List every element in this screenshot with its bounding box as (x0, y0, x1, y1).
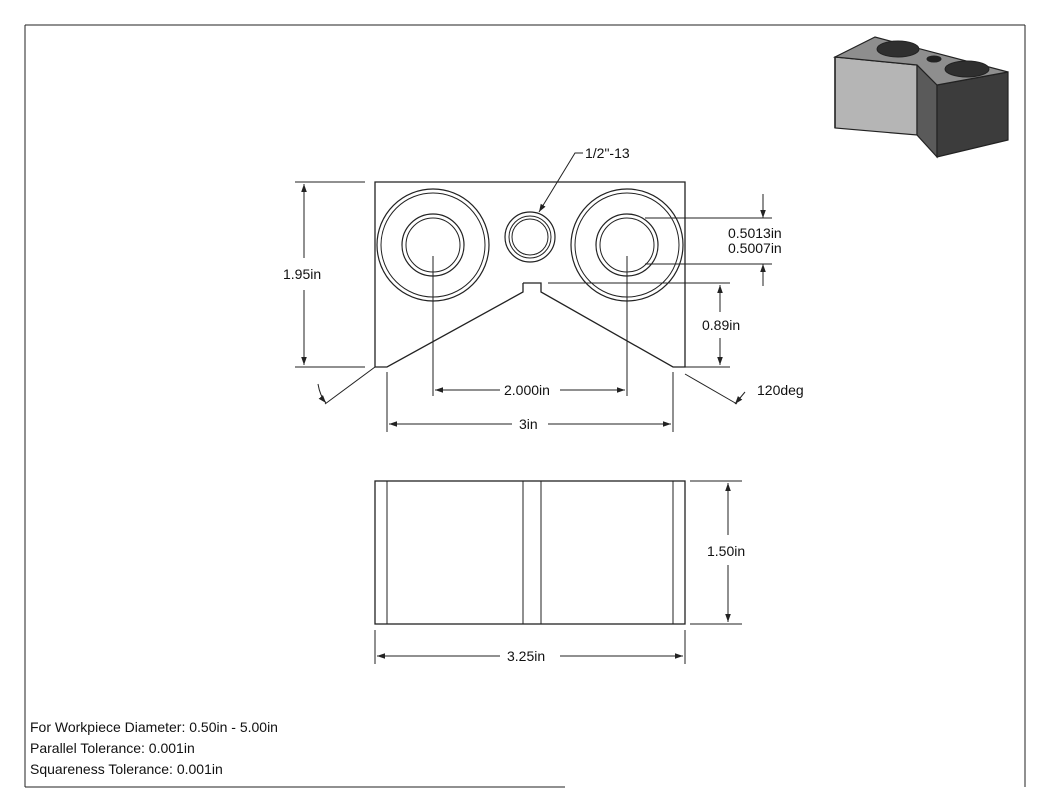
note-squareness-tolerance: Squareness Tolerance: 0.001in (30, 761, 223, 777)
bore-spacing-label: 2.000in (504, 382, 550, 398)
top-view (374, 480, 686, 625)
top-dimensions: 1.50in 3.25in (374, 480, 745, 664)
note-parallel-tolerance: Parallel Tolerance: 0.001in (30, 740, 195, 756)
thread-callout-label: 1/2"-13 (585, 145, 630, 161)
bore-upper-tolerance: 0.5013in (728, 225, 782, 241)
bottom-width-label: 3in (519, 416, 538, 432)
height-dimension-label: 1.95in (283, 266, 321, 282)
front-view (374, 181, 686, 368)
bore-lower-tolerance: 0.5007in (728, 240, 782, 256)
note-workpiece-diameter: For Workpiece Diameter: 0.50in - 5.00in (30, 719, 278, 735)
depth-dimension-label: 1.50in (707, 543, 745, 559)
vee-angle-label: 120deg (757, 382, 804, 398)
overall-width-label: 3.25in (507, 648, 545, 664)
front-dimensions: 1/2"-13 0.5013in 0.5007in 1.95in 0.89in … (283, 145, 804, 432)
isometric-view (832, 36, 1009, 159)
vee-depth-label: 0.89in (702, 317, 740, 333)
